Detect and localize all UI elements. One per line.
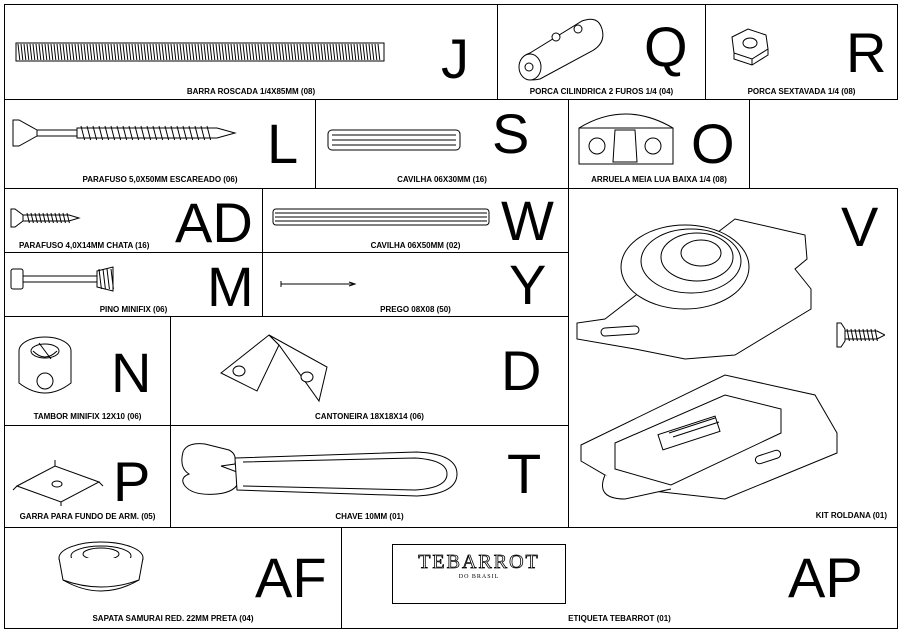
pulley-kit-illustration <box>576 218 885 500</box>
part-cell-N: N TAMBOR MINIFIX 12X10 (06) <box>4 316 171 426</box>
minifix-drum-illustration <box>18 336 72 394</box>
dowel-illustration <box>327 129 461 151</box>
part-cell-J: J BARRA ROSCADA 1/4X85MM (08) <box>4 4 498 100</box>
part-letter: L <box>267 112 299 175</box>
nail-illustration <box>280 281 357 287</box>
half-moon-washer-illustration <box>578 113 674 165</box>
part-caption: KIT ROLDANA (01) <box>815 511 887 520</box>
part-letter: Y <box>509 253 547 316</box>
minifix-pin-illustration <box>10 266 114 292</box>
part-cell-AP: TEBARROT DO BRASIL AP ETIQUETA TEBARROT … <box>341 527 898 629</box>
part-letter: W <box>501 189 554 252</box>
part-cell-S: S CAVILHA 06X30MM (16) <box>315 99 569 189</box>
part-caption: PINO MINIFIX (06) <box>99 305 168 314</box>
part-letter: V <box>841 195 879 258</box>
part-caption: CAVILHA 06X30MM (16) <box>397 175 487 184</box>
cylinder-nut-illustration <box>518 18 604 81</box>
part-letter: J <box>441 27 469 90</box>
part-caption: PARAFUSO 4,0X14MM CHATA (16) <box>19 241 150 250</box>
part-caption: PORCA SEXTAVADA 1/4 (08) <box>747 87 856 96</box>
part-cell-W: W CAVILHA 06X50MM (02) <box>262 188 569 253</box>
hex-nut-illustration <box>731 28 769 66</box>
part-cell-M: M PINO MINIFIX (06) <box>4 252 263 317</box>
threaded-rod-illustration <box>15 42 385 62</box>
part-cell-O: O ARRUELA MEIA LUA BAIXA 1/4 (08) <box>568 99 750 189</box>
part-letter: P <box>113 450 151 513</box>
part-caption: TAMBOR MINIFIX 12X10 (06) <box>33 412 142 421</box>
part-cell-Q: Q PORCA CILINDRICA 2 FUROS 1/4 (04) <box>497 4 706 100</box>
part-caption: ARRUELA MEIA LUA BAIXA 1/4 (08) <box>591 175 727 184</box>
part-cell-L: L PARAFUSO 5,0X50MM ESCAREADO (06) <box>4 99 316 189</box>
part-cell-T: T CHAVE 10MM (01) <box>170 425 569 528</box>
part-letter: Q <box>644 15 688 78</box>
part-letter: S <box>492 102 530 165</box>
part-cell-P: P GARRA PARA FUNDO DE ARM. (05) <box>4 425 171 528</box>
part-letter: D <box>501 339 542 402</box>
part-caption: GARRA PARA FUNDO DE ARM. (05) <box>19 512 156 521</box>
part-letter: N <box>111 341 152 404</box>
part-cell-AD: AD PARAFUSO 4,0X14MM CHATA (16) <box>4 188 263 253</box>
part-letter: AD <box>175 191 253 254</box>
part-caption: BARRA ROSCADA 1/4X85MM (08) <box>186 87 316 96</box>
part-cell-V: V KIT ROLDANA (01) <box>568 188 898 528</box>
part-letter: AP <box>788 546 863 609</box>
back-panel-clip-illustration <box>12 460 104 506</box>
part-caption: CANTONEIRA 18X18X14 (06) <box>315 412 424 421</box>
flat-head-screw-illustration <box>10 208 81 228</box>
part-letter: AF <box>255 546 327 609</box>
part-letter: T <box>507 442 542 505</box>
part-caption: PARAFUSO 5,0X50MM ESCAREADO (06) <box>82 175 238 184</box>
part-caption: ETIQUETA TEBARROT (01) <box>568 614 671 623</box>
part-letter: R <box>846 21 887 84</box>
wrench-illustration <box>181 443 458 497</box>
long-dowel-illustration <box>272 208 490 226</box>
furniture-foot-illustration <box>58 541 144 592</box>
part-cell-AF: AF SAPATA SAMURAI RED. 22MM PRETA (04) <box>4 527 342 629</box>
countersunk-screw-illustration <box>12 119 237 147</box>
part-caption: CHAVE 10MM (01) <box>335 512 404 521</box>
part-caption: CAVILHA 06X50MM (02) <box>370 241 461 250</box>
part-caption: PORCA CILINDRICA 2 FUROS 1/4 (04) <box>529 87 674 96</box>
part-caption: PREGO 08X08 (50) <box>380 305 451 314</box>
brand-label-illustration: TEBARROT DO BRASIL <box>392 544 566 604</box>
brand-logo-subtext: DO BRASIL <box>458 574 500 580</box>
part-caption: SAPATA SAMURAI RED. 22MM PRETA (04) <box>92 614 254 623</box>
part-cell-Y: Y PREGO 08X08 (50) <box>262 252 569 317</box>
part-cell-R: R PORCA SEXTAVADA 1/4 (08) <box>705 4 898 100</box>
part-letter: M <box>207 255 254 318</box>
brand-logo-text: TEBARROT <box>418 551 540 574</box>
corner-bracket-illustration <box>220 334 328 403</box>
part-letter: O <box>691 112 735 175</box>
part-cell-D: D CANTONEIRA 18X18X14 (06) <box>170 316 569 426</box>
